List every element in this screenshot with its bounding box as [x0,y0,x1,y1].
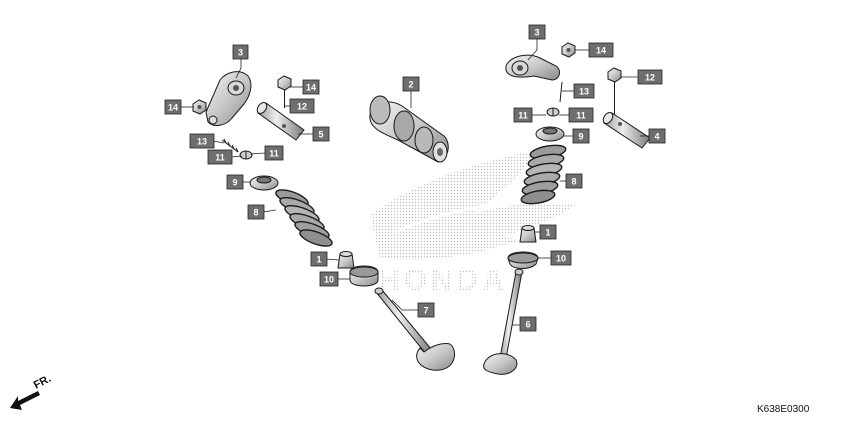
svg-text:1: 1 [545,228,550,238]
callouts: 3 14 14 12 5 13 11 11 [164,24,666,332]
front-label: FR. [32,373,53,392]
callout-8-right: 8 [565,173,583,189]
svg-text:11: 11 [215,153,225,163]
valve-cotter-right [546,107,560,117]
watermark-brand-text: HONDA [378,264,508,297]
svg-text:14: 14 [306,83,316,93]
front-arrow-icon [10,391,40,410]
svg-text:13: 13 [579,87,589,97]
callout-11-right-b: 11 [568,107,594,123]
valve-cotter-left [239,150,253,160]
svg-text:14: 14 [168,103,178,113]
callout-1-right: 1 [539,224,557,240]
callout-3-left: 3 [232,44,249,60]
svg-text:9: 9 [232,178,237,188]
svg-text:12: 12 [645,73,655,83]
callout-11-left-b: 11 [264,145,284,161]
callout-6: 6 [519,316,537,332]
leader-lines [180,39,649,326]
adjusting-screw-right [559,81,563,103]
callout-11-right-a: 11 [513,107,533,123]
svg-text:11: 11 [576,111,586,121]
spring-seat-right [507,251,539,269]
bolt-right [607,67,622,116]
callout-14-left-b: 14 [302,79,320,95]
front-direction-indicator: FR. [10,373,53,410]
callout-14-left-a: 14 [164,99,182,115]
svg-text:12: 12 [297,102,307,112]
svg-text:11: 11 [269,149,279,159]
callout-5: 5 [312,126,330,142]
callout-12-left: 12 [289,98,315,114]
callout-7: 7 [417,302,435,318]
svg-text:1: 1 [316,255,321,265]
honda-watermark: HONDA [370,150,575,297]
nut-right [561,42,576,58]
callout-3-right: 3 [528,24,546,40]
svg-text:3: 3 [534,28,539,38]
stem-seal-left [337,251,355,269]
svg-text:6: 6 [525,320,530,330]
valve-spring-right [520,144,567,205]
adjusting-screw-left [221,138,239,153]
svg-text:8: 8 [253,208,258,218]
callout-10-right: 10 [550,250,572,266]
camshaft [369,95,449,163]
svg-text:9: 9 [578,132,583,142]
stem-seal-right [519,225,537,243]
svg-text:4: 4 [654,132,659,142]
svg-text:7: 7 [423,306,428,316]
callout-11-left-a: 11 [207,149,233,165]
valve-right [483,268,524,375]
callout-9-left: 9 [226,174,244,190]
rocker-shaft-right [602,112,651,149]
spring-seat-left [349,265,379,287]
callout-14-right: 14 [588,42,614,58]
svg-text:11: 11 [518,111,528,121]
callout-13-right: 13 [573,83,595,99]
nut-left [192,99,207,115]
svg-text:13: 13 [197,137,207,147]
callout-13-left: 13 [189,133,215,149]
callout-12-right: 12 [637,69,663,85]
rocker-shaft-left [256,102,305,141]
callout-2: 2 [402,76,420,92]
valve-spring-left [275,189,333,247]
bolt-left [277,75,292,108]
svg-text:5: 5 [318,130,323,140]
svg-text:10: 10 [324,275,334,285]
svg-text:2: 2 [408,80,413,90]
callout-8-left: 8 [247,204,265,220]
diagram-code: K638E0300 [757,404,810,415]
svg-text:10: 10 [556,254,566,264]
valve-left [374,287,456,371]
svg-text:8: 8 [571,177,576,187]
spring-retainer-right [535,126,565,142]
spring-retainer-left [249,175,279,191]
callout-4: 4 [648,128,666,144]
svg-text:3: 3 [238,48,243,58]
rocker-arm-right [505,54,560,81]
callout-1-left: 1 [310,251,328,267]
callout-9-right: 9 [572,128,590,144]
svg-text:14: 14 [596,46,606,56]
callout-10-left: 10 [319,271,339,287]
rocker-arm-left [205,71,252,126]
